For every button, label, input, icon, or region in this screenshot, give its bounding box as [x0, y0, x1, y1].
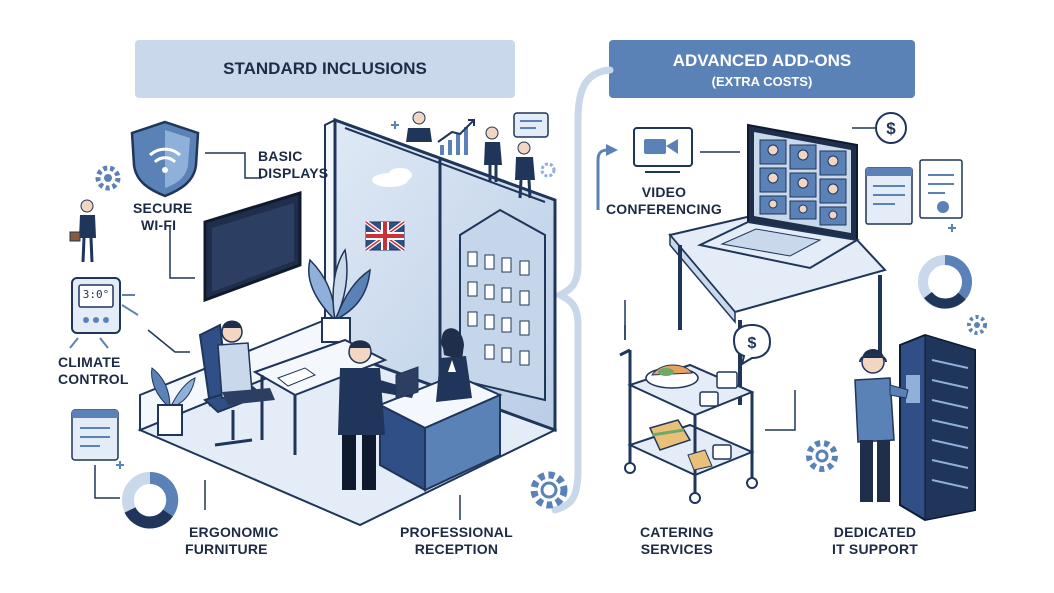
- dollar-sign-text: $: [748, 335, 757, 352]
- ergonomic-furniture-line2: FURNITURE: [185, 541, 268, 557]
- professional-reception-label: PROFESSIONAL RECEPTION: [400, 524, 513, 558]
- plant-icon: [308, 248, 371, 343]
- chat-icon: [513, 112, 549, 138]
- document-icon: [865, 167, 913, 225]
- catering-services-line2: SERVICES: [640, 541, 713, 557]
- business-people-icon: [69, 111, 535, 263]
- gear-icon: [530, 471, 568, 509]
- document-icon: [919, 159, 963, 219]
- connector-lines-advanced: [624, 127, 876, 431]
- office-scene: [137, 117, 558, 527]
- uk-flag-icon: [364, 220, 406, 252]
- gear-icon: [967, 315, 987, 335]
- shield-wifi-icon: [130, 120, 200, 198]
- laptop-icon: [696, 123, 860, 270]
- video-camera-icon: [633, 127, 693, 173]
- sparkle-marks: [116, 121, 956, 469]
- seated-person-icon: [217, 320, 275, 405]
- catering-services-line1: CATERING: [640, 524, 714, 540]
- professional-reception-line2: RECEPTION: [414, 541, 499, 557]
- ergonomic-furniture-line1: ERGONOMIC: [189, 524, 279, 540]
- basic-displays-line2: DISPLAYS: [258, 165, 329, 181]
- advanced-addons-title: ADVANCED ADD-ONS: [672, 51, 852, 70]
- standard-inclusions-header: STANDARD INCLUSIONS: [135, 40, 515, 98]
- basic-displays-label: BASIC DISPLAYS: [258, 148, 328, 182]
- it-support-person-icon: [854, 349, 909, 502]
- building-icon: [459, 208, 546, 402]
- dollar-sign-text: $: [886, 119, 896, 138]
- video-conferencing-label: VIDEO CONFERENCING: [606, 184, 722, 218]
- receptionist-icon: [436, 328, 472, 402]
- section-divider: [551, 66, 614, 514]
- ergonomic-furniture-label: ERGONOMIC FURNITURE: [185, 524, 279, 558]
- catering-services-label: CATERING SERVICES: [640, 524, 714, 558]
- donut-chart-icon: [122, 471, 179, 529]
- video-conferencing-line1: VIDEO: [641, 184, 687, 200]
- gear-icon: [540, 162, 556, 178]
- arrow-icon: [596, 144, 618, 210]
- dedicated-it-support-line2: IT SUPPORT: [832, 541, 919, 557]
- secure-wifi-line1: SECURE: [133, 200, 193, 216]
- dedicated-it-support-line1: DEDICATED: [833, 524, 917, 540]
- thermostat-reading: 3:0°: [82, 288, 110, 301]
- tv-display-icon: [203, 190, 302, 303]
- catering-cart-icon: [619, 348, 758, 504]
- video-conferencing-line2: CONFERENCING: [606, 201, 722, 217]
- secure-wifi-line2: WI-FI: [141, 217, 177, 233]
- climate-control-line1: CLIMATE: [58, 354, 121, 370]
- secure-wifi-label: SECURE WI-FI: [133, 200, 193, 234]
- growth-chart-icon: [437, 119, 475, 155]
- advanced-addons-header: ADVANCED ADD-ONS (EXTRA COSTS): [609, 40, 915, 98]
- plant-icon: [151, 367, 196, 436]
- professional-reception-line1: PROFESSIONAL: [400, 524, 513, 540]
- extra-costs-subtitle: (EXTRA COSTS): [711, 74, 813, 89]
- chat-icon: [71, 409, 119, 461]
- dedicated-it-support-label: DEDICATED IT SUPPORT: [832, 524, 918, 558]
- gear-icon: [806, 440, 838, 472]
- climate-control-line2: CONTROL: [58, 371, 129, 387]
- basic-displays-line1: BASIC: [258, 148, 303, 164]
- gear-icon: [95, 165, 121, 191]
- dollar-icon: [732, 323, 772, 367]
- thermostat-icon: [69, 277, 139, 349]
- climate-control-label: CLIMATE CONTROL: [58, 354, 129, 388]
- server-rack-icon: [899, 333, 976, 522]
- donut-chart-icon: [918, 254, 973, 309]
